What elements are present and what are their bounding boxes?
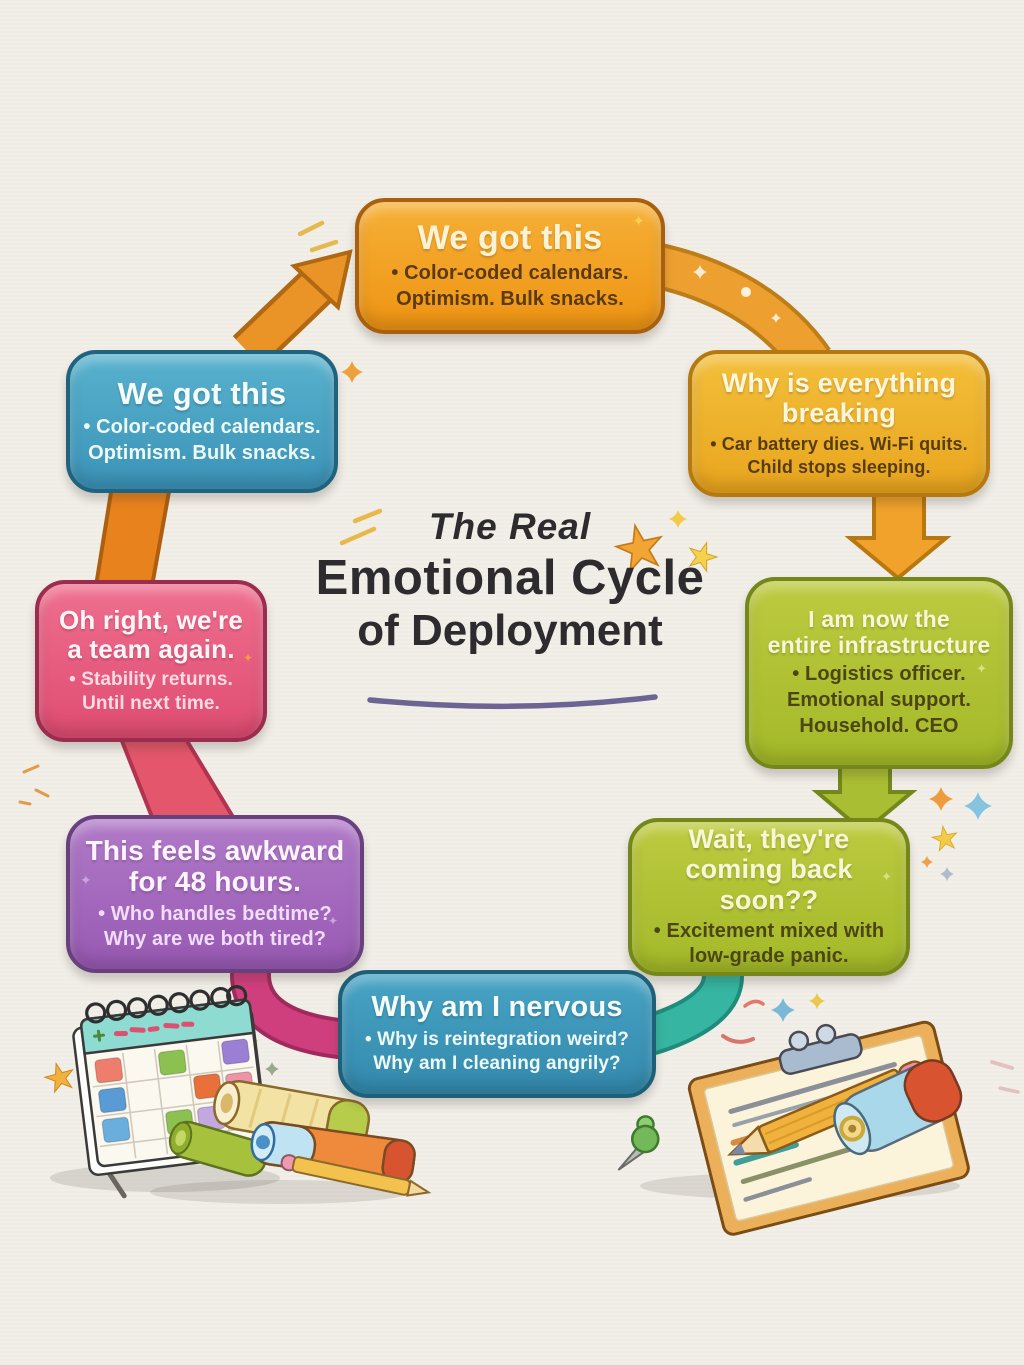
sparkle-icon	[632, 214, 645, 229]
title-line-2: Emotional Cycle	[315, 551, 705, 605]
stage-box-everything-breaking: Why is everything breaking • Car battery…	[688, 350, 990, 497]
markers-illustration	[168, 1080, 432, 1197]
sparkle-dashes-title	[339, 508, 383, 546]
stage-body: • Why is reintegration weird? Why am I c…	[365, 1028, 629, 1075]
star-icon	[42, 1060, 77, 1094]
sparkle-dashes-top-left	[297, 220, 339, 253]
stage-heading: Oh right, we're a team again.	[59, 604, 243, 664]
ribbon-awkward-to-nervous	[230, 955, 355, 1061]
sparkle-icon	[265, 1062, 279, 1076]
stage-body: • Color-coded calendars. Optimism. Bulk …	[83, 416, 321, 464]
tape-roll-icon	[833, 1059, 963, 1156]
title-line-1: The Real	[428, 506, 592, 547]
push-pin-icon	[617, 1115, 660, 1171]
stage-body: • Stability returns. Until next time.	[69, 668, 233, 715]
stage-heading: We got this	[417, 219, 603, 258]
squiggle-doodles	[18, 764, 1020, 1094]
ribbon-team-to-awkward	[117, 734, 240, 824]
ribbon-top-to-right	[649, 242, 831, 376]
title-underline	[367, 694, 658, 710]
stage-box-why-nervous: Why am I nervous • Why is reintegration …	[338, 970, 656, 1098]
stage-heading: I am now the entire infrastructure	[767, 605, 991, 658]
stage-box-team-again: Oh right, we're a team again. • Stabilit…	[35, 580, 267, 742]
sparkle-icon	[809, 993, 825, 1009]
pencil-small-icon	[280, 1154, 432, 1197]
stage-box-awkward-48-hours: This feels awkward for 48 hours. • Who h…	[66, 815, 364, 973]
ribbon-blue-to-team	[93, 484, 173, 588]
stage-box-optimism-left: We got this • Color-coded calendars. Opt…	[66, 350, 338, 493]
page-title: The Real Emotional Cycle of Deployment	[300, 506, 720, 656]
arrow-breaking-to-infrastructure	[844, 488, 952, 581]
stage-body: • Logistics officer. Emotional support. …	[786, 663, 972, 737]
arrow-blue-to-top	[232, 249, 353, 368]
stage-heading: Wait, they're coming back soon??	[685, 824, 853, 915]
stage-box-coming-back-soon: Wait, they're coming back soon?? • Excit…	[628, 818, 910, 976]
sparkle-icon	[341, 361, 363, 383]
stage-heading: Why am I nervous	[371, 991, 623, 1024]
markers-shadow	[150, 1180, 410, 1204]
stage-heading: We got this	[117, 375, 287, 411]
stage-box-optimism-top: We got this • Color-coded calendars. Opt…	[355, 198, 665, 334]
sparkle-cluster-right	[921, 787, 992, 881]
calendar-scribble	[113, 1021, 195, 1037]
sparkle-icon	[243, 652, 253, 664]
sparkle-dot	[741, 287, 751, 297]
stage-body: • Who handles bedtime? Why are we both t…	[98, 902, 332, 951]
sparkle-icon	[976, 662, 987, 675]
stage-body: • Excitement mixed with low-grade panic.	[653, 919, 885, 968]
stage-box-entire-infrastructure: I am now the entire infrastructure • Log…	[745, 577, 1013, 769]
clipboard-illustration	[617, 1020, 970, 1236]
stage-heading: Why is everything breaking	[721, 368, 957, 429]
sparkle-icon	[771, 998, 795, 1022]
stage-body: • Car battery dies. Wi-Fi quits. Child s…	[710, 433, 968, 477]
stage-heading: This feels awkward for 48 hours.	[85, 835, 345, 898]
title-line-3: of Deployment	[357, 606, 663, 655]
stage-body: • Color-coded calendars. Optimism. Bulk …	[391, 262, 629, 311]
